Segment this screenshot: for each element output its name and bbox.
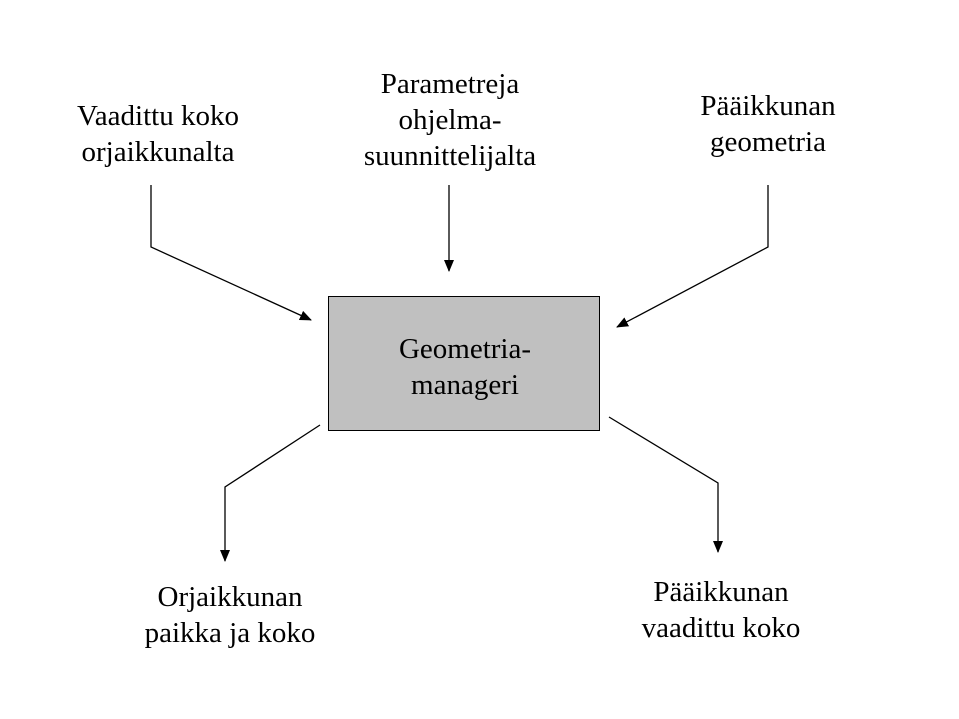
geometry-manager-box: Geometria- manageri bbox=[328, 296, 600, 431]
label-line: Orjaikkunan bbox=[157, 581, 303, 613]
label-line: Pääikkunan bbox=[700, 90, 836, 122]
label-line: orjaikkunalta bbox=[81, 136, 235, 168]
label-line: manageri bbox=[411, 369, 519, 401]
label-slave-position-and-size: Orjaikkunan paikka ja koko bbox=[120, 579, 340, 651]
arrow-manager-to-bottom-right bbox=[608, 416, 723, 553]
label-line: ohjelma- bbox=[398, 104, 502, 136]
arrow-manager-to-bottom-left bbox=[220, 424, 321, 562]
geometry-manager-label: Geometria- manageri bbox=[329, 331, 601, 403]
label-line: suunnittelijalta bbox=[363, 140, 537, 172]
label-line: Vaadittu koko bbox=[77, 100, 239, 132]
arrow-top-left-to-manager bbox=[150, 185, 312, 321]
label-line: Geometria- bbox=[398, 333, 532, 365]
label-master-geometry: Pääikkunan geometria bbox=[658, 88, 878, 160]
label-parameters-from-programmer: Parametreja ohjelma- suunnittelijalta bbox=[330, 66, 570, 174]
label-line: geometria bbox=[710, 126, 826, 158]
label-line: paikka ja koko bbox=[144, 617, 316, 649]
label-line: vaadittu koko bbox=[641, 612, 801, 644]
label-line: Parametreja bbox=[380, 68, 520, 100]
arrow-top-right-to-manager bbox=[616, 185, 769, 328]
label-master-required-size: Pääikkunan vaadittu koko bbox=[606, 574, 836, 646]
label-required-size-from-slave: Vaadittu koko orjaikkunalta bbox=[48, 98, 268, 170]
label-line: Pääikkunan bbox=[653, 576, 789, 608]
